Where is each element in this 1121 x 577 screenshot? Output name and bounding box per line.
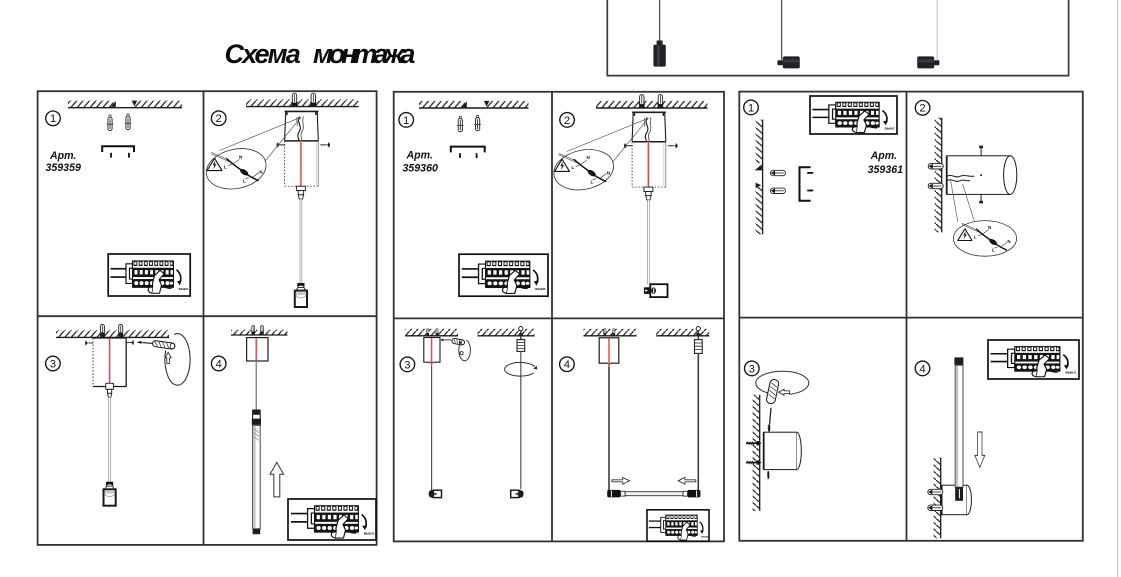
svg-text:4: 4 bbox=[919, 363, 925, 375]
svg-text:Арт.: Арт. bbox=[406, 150, 433, 162]
svg-text:359359: 359359 bbox=[46, 162, 81, 174]
svg-text:1: 1 bbox=[50, 113, 56, 125]
svg-text:2: 2 bbox=[920, 103, 926, 115]
svg-text:359360: 359360 bbox=[403, 162, 438, 174]
svg-text:2: 2 bbox=[216, 113, 222, 125]
svg-text:3: 3 bbox=[50, 358, 56, 370]
svg-text:Арт.: Арт. bbox=[49, 150, 76, 162]
svg-text:Арт.: Арт. bbox=[870, 150, 897, 162]
svg-text:359361: 359361 bbox=[868, 164, 903, 176]
svg-text:1: 1 bbox=[748, 102, 754, 114]
svg-text:3: 3 bbox=[749, 363, 755, 375]
svg-text:2: 2 bbox=[564, 115, 570, 127]
svg-text:1: 1 bbox=[403, 115, 409, 127]
svg-text:4: 4 bbox=[216, 358, 222, 370]
svg-text:3: 3 bbox=[404, 359, 410, 371]
svg-text:4: 4 bbox=[564, 359, 570, 371]
